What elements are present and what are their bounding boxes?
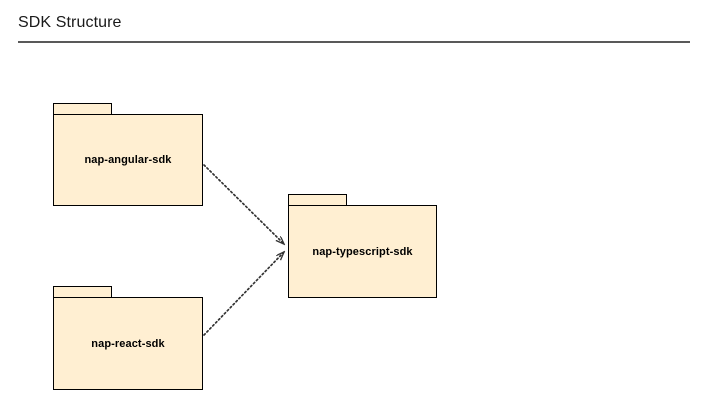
page-title: SDK Structure <box>18 14 122 31</box>
package-tab-icon <box>53 286 112 298</box>
package-body[interactable]: nap-angular-sdk <box>53 114 203 206</box>
edge-angular-to-typescript <box>203 164 284 244</box>
package-label: nap-react-sdk <box>91 337 165 350</box>
edge-react-to-typescript <box>203 252 284 336</box>
package-label: nap-typescript-sdk <box>312 245 413 258</box>
package-body[interactable]: nap-typescript-sdk <box>288 205 437 298</box>
package-tab-icon <box>288 194 347 206</box>
title-divider <box>18 41 690 43</box>
package-tab-icon <box>53 103 112 115</box>
package-label: nap-angular-sdk <box>84 154 172 166</box>
package-body[interactable]: nap-react-sdk <box>53 297 203 390</box>
